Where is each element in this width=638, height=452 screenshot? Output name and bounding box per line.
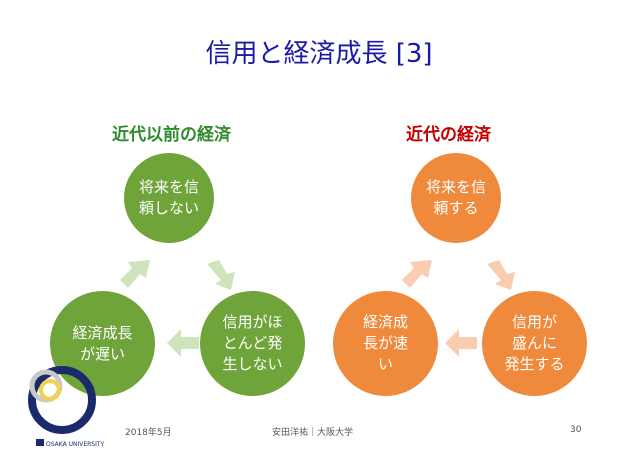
section-label-premodern: 近代以前の経済 xyxy=(112,125,231,145)
left-cycle-top-node: 将来を信 頼しない xyxy=(124,153,214,243)
footer-date: 2018年5月 xyxy=(125,428,172,438)
right-cycle-arrow-down-right xyxy=(487,260,515,290)
right-cycle-arrow-up-right xyxy=(402,260,432,288)
footer-page-number: 30 xyxy=(570,425,582,435)
left-cycle-left-node: 経済成長 が遅い xyxy=(50,291,155,396)
slide-title: 信用と経済成長 [3] xyxy=(205,39,433,69)
right-cycle-right-node: 信用が 盛んに 発生する xyxy=(482,291,587,396)
left-cycle-arrow-up-right xyxy=(120,260,150,288)
footer-author: 安田洋祐｜大阪大学 xyxy=(272,428,354,438)
logo-text: OSAKA UNIVERSITY xyxy=(46,441,105,448)
left-cycle-arrow-left xyxy=(167,329,199,357)
right-cycle-top-node: 将来を信 頼する xyxy=(411,153,501,243)
osaka-university-logo-icon: OSAKA UNIVERSITY xyxy=(28,366,105,448)
right-cycle-left-node: 経済成 長が速 い xyxy=(333,291,438,396)
left-cycle-arrow-down-right xyxy=(207,260,235,290)
right-cycle-arrow-left xyxy=(445,329,477,357)
left-cycle-right-node: 信用がほ とんど発 生しない xyxy=(200,291,305,396)
section-label-modern: 近代の経済 xyxy=(406,125,491,145)
